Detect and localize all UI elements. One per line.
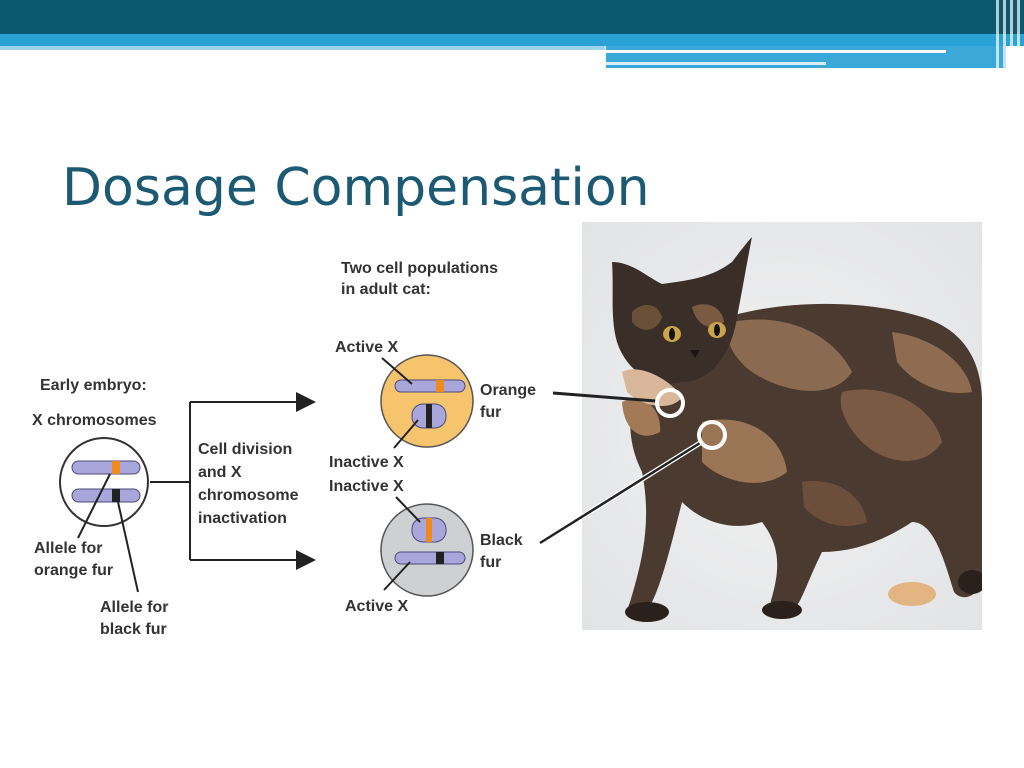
tortoiseshell-cat-photo (582, 222, 982, 630)
header-dark-band (0, 0, 1024, 34)
allele-black-label-1: Allele for (100, 599, 168, 616)
header-right-stripe-2 (606, 62, 826, 65)
x-chromosomes-label: X chromosomes (32, 412, 157, 429)
bottom-inactive-x-chromosome (411, 517, 447, 543)
cat-face-patch-2 (692, 304, 724, 327)
process-label-1: Cell division (198, 441, 292, 458)
cat-pupil-left (669, 328, 675, 340)
slide-title: Dosage Compensation (62, 158, 650, 218)
allele-black-pointer (117, 501, 139, 593)
process-label-3: chromosome (198, 487, 299, 504)
cat-patch-2 (840, 389, 942, 461)
embryo-chromosome-black (71, 488, 141, 503)
cat-patch-1 (728, 319, 852, 391)
top-inactive-pointer (393, 419, 419, 449)
allele-orange-label-2: orange fur (34, 562, 113, 579)
cat-patch-6 (622, 398, 661, 436)
bottom-active-pointer (383, 561, 411, 591)
bottom-active-x-label: Active X (345, 598, 408, 615)
top-inactive-x-label: Inactive X (329, 454, 404, 471)
top-active-x-label: Active X (335, 339, 398, 356)
bottom-active-x-chromosome (394, 551, 466, 565)
cat-chest-patch (622, 369, 682, 407)
embryo-cell (59, 437, 149, 527)
allele-orange-label-1: Allele for (34, 540, 102, 557)
cat-head (612, 237, 752, 383)
bottom-inactive-x-label: Inactive X (329, 478, 404, 495)
allele-black-label-2: black fur (100, 621, 167, 638)
allele-orange-pointer (77, 473, 111, 539)
cat-paw-back (888, 582, 936, 606)
cat-face-patch (632, 305, 662, 330)
top-inactive-x-chromosome (411, 403, 447, 429)
cat-patch-4 (892, 332, 972, 393)
cat-nose (690, 350, 700, 358)
orange-fur-marker (655, 388, 685, 418)
cat-patch-5 (802, 481, 867, 527)
cat-paw-front-left (625, 602, 669, 622)
black-fur-leader (539, 441, 701, 545)
cat-paw-back-right (958, 570, 982, 594)
early-embryo-label: Early embryo: (40, 377, 147, 394)
cat-paw-front-right (762, 601, 802, 619)
orange-fur-leader (552, 391, 657, 403)
process-label-2: and X (198, 464, 242, 481)
orange-fur-label-1: Orange (480, 382, 536, 399)
embryo-chromosome-orange (71, 460, 141, 475)
process-label-4: inactivation (198, 510, 287, 527)
header-vline-4 (1017, 0, 1020, 68)
cat-body (628, 303, 982, 616)
bottom-inactive-pointer (395, 496, 421, 523)
populations-label-1: Two cell populations (341, 260, 498, 277)
header-light-line (0, 46, 605, 50)
cat-pupil-right (714, 324, 720, 336)
header-vline-1 (996, 0, 999, 68)
black-fur-marker (697, 420, 727, 450)
header-blue-band (0, 34, 1024, 46)
header-right-stripe-1 (606, 50, 946, 53)
split-bracket (150, 402, 191, 560)
populations-label-2: in adult cat: (341, 281, 431, 298)
black-fur-label-1: Black (480, 532, 523, 549)
black-fur-cell (380, 503, 474, 597)
top-active-pointer (381, 357, 413, 385)
top-active-x-chromosome (394, 379, 466, 393)
black-fur-label-2: fur (480, 554, 501, 571)
header-banner (0, 0, 1024, 68)
orange-fur-label-2: fur (480, 404, 501, 421)
header-vline-3 (1010, 0, 1013, 68)
header-vline-2 (1003, 0, 1006, 68)
